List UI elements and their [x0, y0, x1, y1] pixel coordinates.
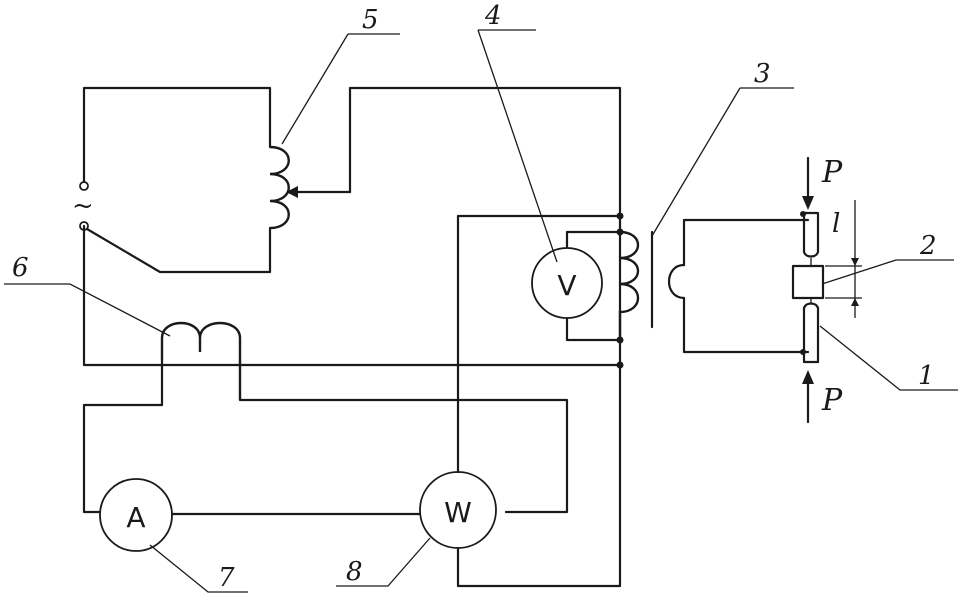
wattmeter-label: W — [444, 496, 472, 529]
current-transformer — [82, 321, 569, 514]
callout-3: 3 — [754, 59, 771, 89]
voltmeter: V — [531, 230, 622, 342]
dimension-label: l — [832, 209, 840, 239]
ammeter-label: A — [126, 501, 145, 534]
source-switch-blade — [85, 226, 272, 274]
force-label-top: P — [821, 155, 843, 190]
callout-4: 4 — [484, 1, 502, 31]
ac-source: ~ — [72, 86, 272, 274]
source-symbol: ~ — [72, 191, 94, 221]
callout-7: 7 — [218, 563, 235, 593]
voltmeter-label: V — [557, 269, 576, 302]
regulating-autotransformer — [269, 86, 622, 230]
callout-5: 5 — [362, 5, 379, 35]
callout-8: 8 — [346, 557, 363, 587]
electrode-assembly: P P l — [791, 155, 862, 424]
callout-2: 2 — [919, 231, 937, 261]
ammeter: A — [99, 478, 173, 552]
callout-6: 6 — [12, 253, 29, 283]
welding-transformer — [618, 211, 810, 355]
callout-1: 1 — [918, 361, 935, 391]
specimen — [791, 264, 825, 300]
main-bus-wire — [82, 214, 622, 367]
wattmeter-voltage-leads — [456, 214, 622, 588]
callouts: 5 4 3 2 1 6 7 8 — [4, 1, 958, 593]
force-label-bottom: P — [821, 383, 843, 418]
wattmeter: W — [419, 471, 497, 549]
